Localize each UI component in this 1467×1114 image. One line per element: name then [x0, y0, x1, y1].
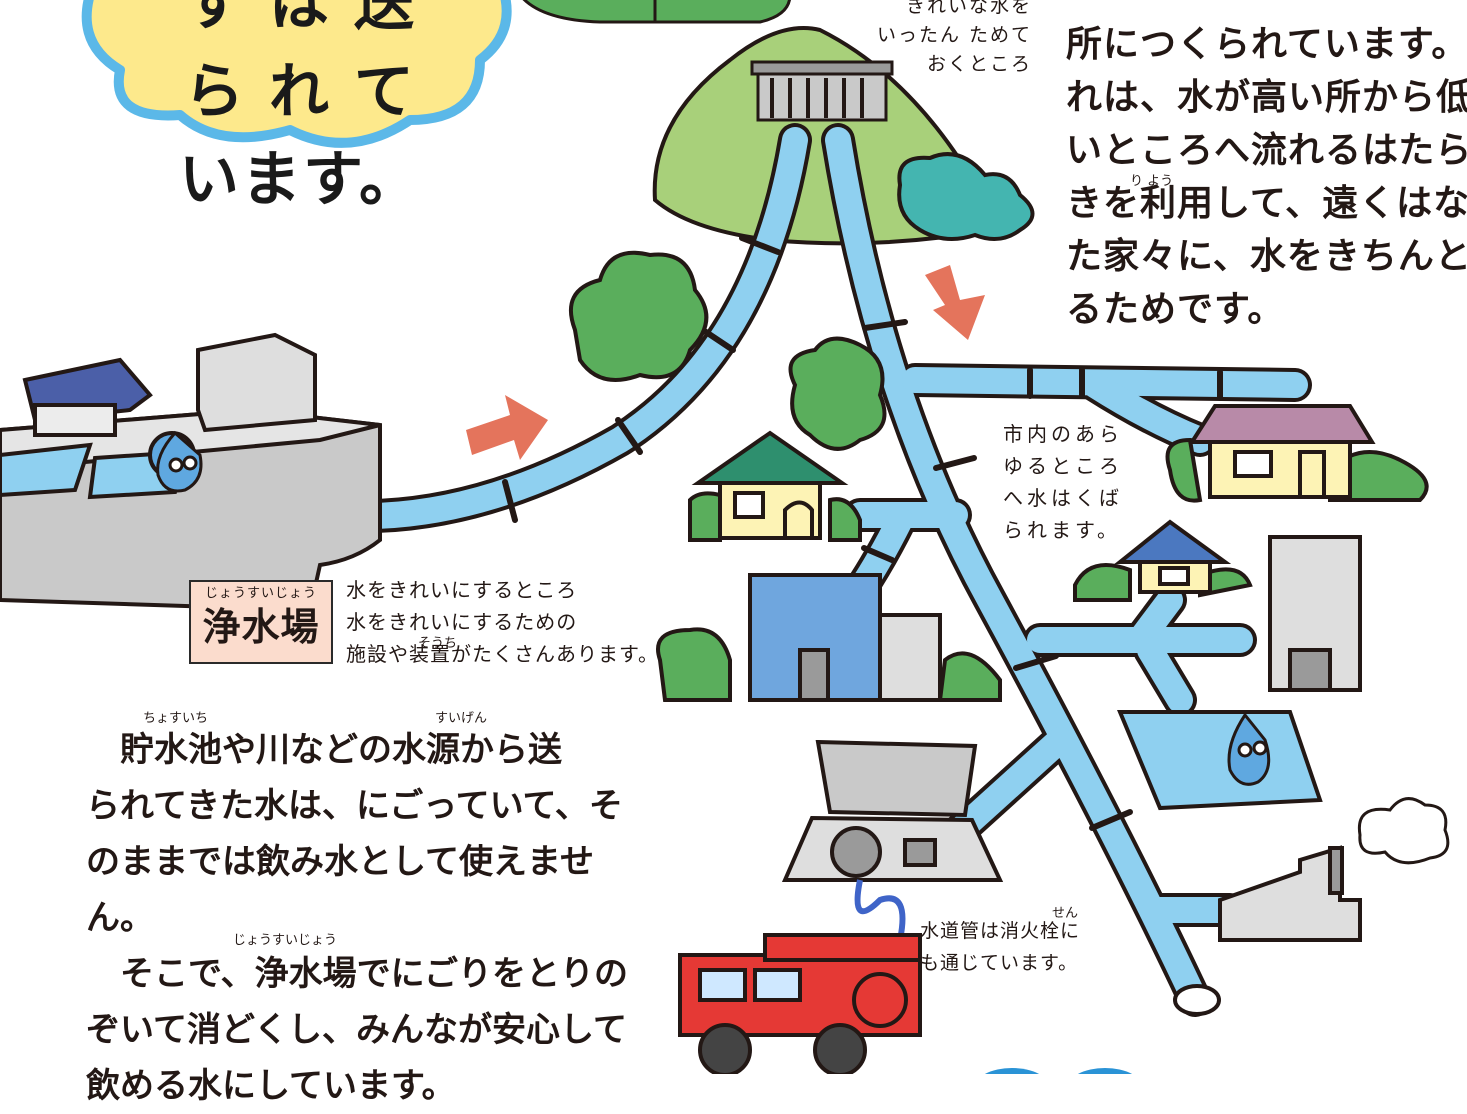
- plant-description: 水をきれいにするところ 水をきれいにするための 施設や装置がたくさんあります。: [346, 574, 666, 670]
- trees: [569, 152, 1429, 702]
- main-text-line: のままでは飲み水として使えませ: [86, 842, 594, 882]
- illustration: [0, 0, 1450, 1074]
- plant-desc-line: 施設や装置がたくさんあります。: [346, 642, 659, 666]
- ruby-suigen: すいげん: [435, 711, 488, 726]
- ruby-chosuichi: ちょすいち: [143, 711, 209, 726]
- plant-title-box: じょうすいじょう 浄水場: [189, 580, 333, 664]
- cloud-text: す は 送 ら れ て います。: [150, 0, 450, 224]
- reservoir-label-line: きれいな水を: [905, 0, 1032, 17]
- right-para-line: るためです。: [1066, 288, 1285, 330]
- main-text-line: ん。: [86, 898, 154, 938]
- city-note-line: ゆるところ: [1003, 454, 1123, 478]
- plant-desc-line: 水をきれいにするところ: [346, 578, 578, 602]
- plant-desc-line: 水をきれいにするための: [346, 610, 578, 634]
- plant-ruby: じょうすいじょう: [204, 586, 317, 601]
- main-text-line: 貯水池や川などの水源から送: [120, 730, 562, 770]
- ruby-sen: せん: [1052, 906, 1079, 921]
- water-drop-mascot: [156, 430, 1271, 786]
- reservoir-label: きれいな水を いったん ためて おくところ: [850, 0, 1032, 79]
- right-para-line: きを利用して、遠くはなれ: [1066, 182, 1467, 224]
- right-paragraph: 所につくられています。こ れは、水が高い所から低 いところへ流れるはたら きを利…: [1066, 18, 1467, 336]
- right-para-line: 所につくられています。こ: [1066, 23, 1467, 65]
- main-text-line: そこで、浄水場でにごりをとりの: [120, 954, 628, 994]
- green-item-top: [522, 0, 791, 24]
- city-note-line: 市内のあら: [1003, 422, 1123, 446]
- plant-title: 浄水場: [202, 604, 320, 649]
- right-para-line: れは、水が高い所から低: [1066, 76, 1467, 118]
- city-note-line: へ水はくば: [1003, 486, 1123, 510]
- reservoir-label-line: おくところ: [926, 53, 1032, 75]
- flow-arrows: [466, 265, 985, 460]
- right-para-line: いところへ流れるはたら: [1066, 129, 1467, 171]
- hydrant-note-line: 水道管は消火栓に: [920, 920, 1081, 942]
- city-note: 市内のあら ゆるところ へ水はくば られます。: [1003, 418, 1143, 546]
- hydrant-note: 水道管は消火栓に も通じています。: [920, 915, 1120, 979]
- hydrant-and-fire-truck: [678, 739, 1004, 1074]
- water-plant: [0, 332, 382, 613]
- cloud-line-1: す は 送 ら れ て: [184, 0, 416, 127]
- main-text: 貯水池や川などの水源から送 られてきた水は、にごっていて、そ のままでは飲み水と…: [86, 722, 646, 1114]
- main-text-line: 飲める水にしています。: [86, 1066, 456, 1106]
- speech-cloud: [81, 0, 512, 148]
- ruby-jousuijou: じょうすいじょう: [233, 933, 338, 948]
- city-note-line: られます。: [1003, 518, 1121, 542]
- ruby-souchi: そうち: [418, 636, 458, 651]
- cloud-line-2: います。: [179, 145, 421, 215]
- ruby-riyou: り よう: [1130, 174, 1174, 189]
- bottom-shapes: [984, 1068, 1133, 1074]
- main-text-line: られてきた水は、にごっていて、そ: [86, 786, 623, 826]
- main-text-line: ぞいて消どくし、みんなが安心して: [86, 1010, 627, 1050]
- houses-buildings: [691, 404, 1450, 942]
- hydrant-note-line: も通じています。: [920, 952, 1079, 974]
- reservoir-label-line: いったん ためて: [876, 24, 1032, 46]
- right-para-line: た家々に、水をきちんと送: [1066, 235, 1467, 277]
